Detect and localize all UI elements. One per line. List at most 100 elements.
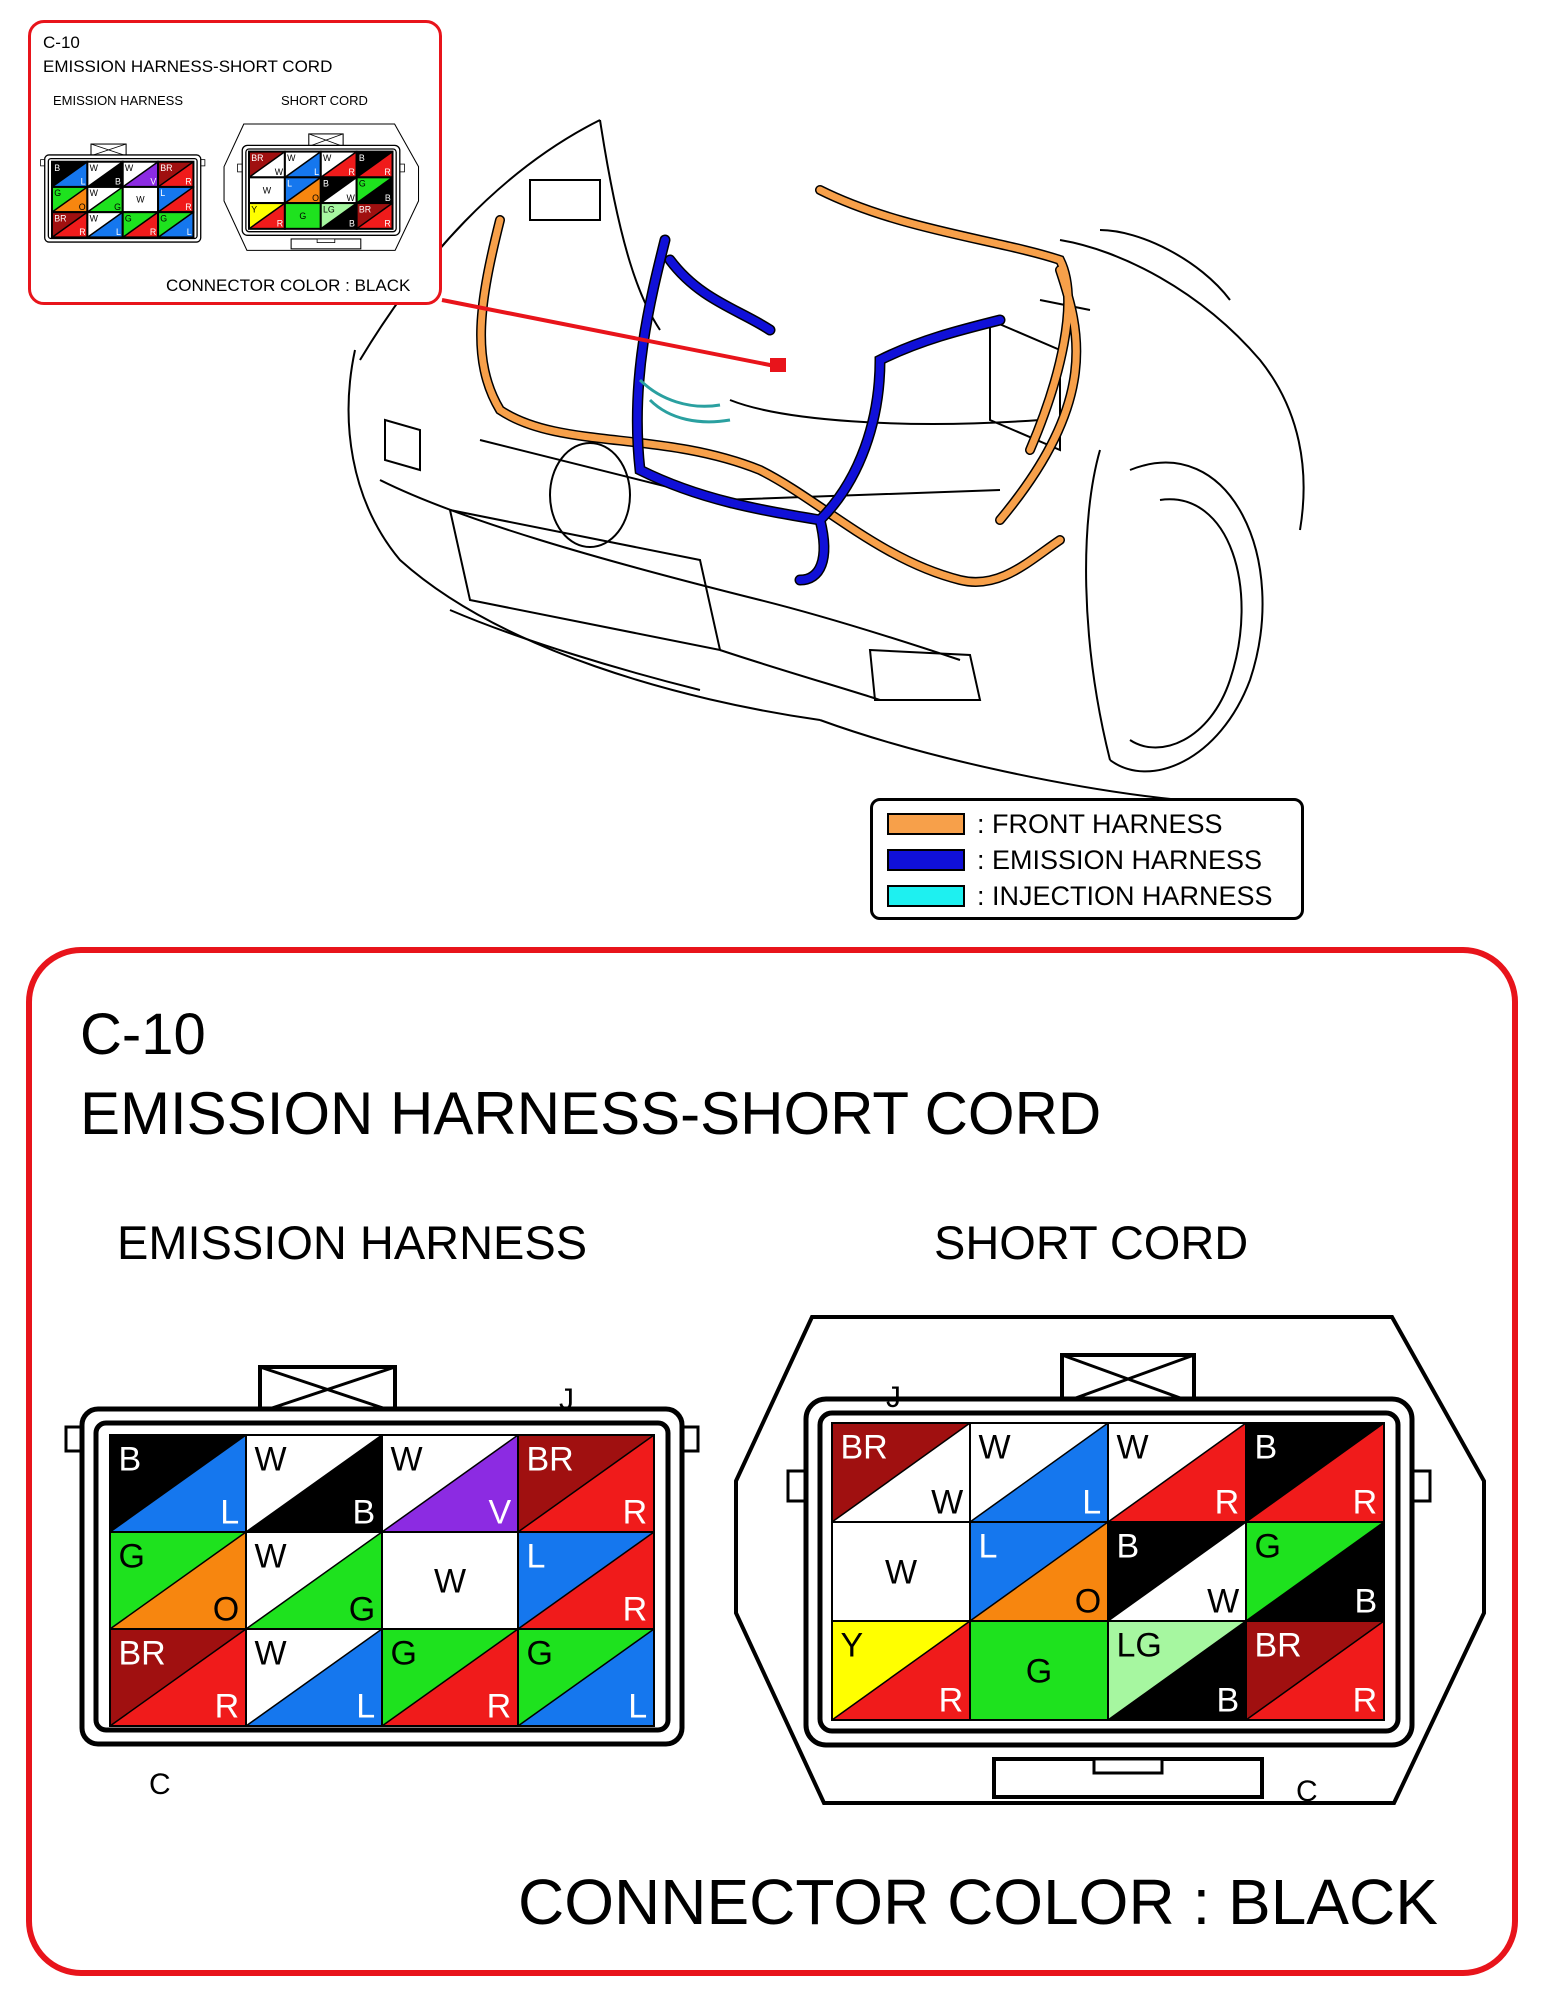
pin-top-color-label: BR <box>54 213 66 223</box>
pin-bottom-color-label: B <box>1217 1682 1240 1720</box>
harness-legend: : FRONT HARNESS : EMISSION HARNESS : INJ… <box>870 798 1304 920</box>
short-cord-pin-r3c3: LGB <box>1107 1620 1247 1721</box>
pin-top-color-label: B <box>54 163 60 173</box>
pin-color-label: G <box>1026 1653 1052 1691</box>
legend-label: : FRONT HARNESS <box>977 808 1223 839</box>
pin-bottom-color-label: W <box>1207 1583 1239 1621</box>
pin-bottom-color-label: R <box>623 1494 648 1532</box>
short-cord-pin-r1c2: WL <box>283 150 322 179</box>
short-cord-pin-r3c4: BRR <box>1245 1620 1385 1721</box>
emission-pin-r2c3: W <box>381 1531 519 1630</box>
pin-top-color-label: W <box>323 153 332 163</box>
pin-top-color-label: BR <box>359 204 371 214</box>
pin-bottom-color-label: L <box>1082 1484 1101 1522</box>
pin-bottom-color-label: G <box>349 1591 375 1629</box>
pin-bottom-color-label: R <box>215 1688 240 1726</box>
pin-bottom-color-label: R <box>185 202 191 212</box>
pin-top-color-label: BR <box>160 163 172 173</box>
emission-harness-heading: EMISSION HARNESS <box>117 1216 588 1269</box>
pin-bottom-color-label: L <box>628 1688 647 1726</box>
pin-bottom-color-label: R <box>939 1682 964 1720</box>
short-cord-pin-r2c4: GB <box>355 176 394 205</box>
emission-pin-r3c2: WL <box>245 1628 383 1727</box>
emission-pin-r2c4: LR <box>517 1531 655 1630</box>
short-cord-pin-r2c1: W <box>248 176 286 205</box>
short-cord-pin-r1c2: WL <box>969 1422 1109 1523</box>
legend-item-emission-harness: : EMISSION HARNESS <box>887 845 1262 875</box>
pin-bottom-color-label: R <box>185 177 191 187</box>
pin-bottom-color-label: L <box>187 227 192 237</box>
callout-emission-label: EMISSION HARNESS <box>53 93 184 108</box>
pin-top-color-label: W <box>90 213 99 223</box>
pin-bottom-color-label: O <box>79 202 86 212</box>
emission-pin-r1c4: BRR <box>517 1434 655 1533</box>
pin-bottom-color-label: R <box>487 1688 512 1726</box>
pin-bottom-color-label: R <box>1353 1484 1378 1522</box>
pin-bottom-color-label: L <box>116 227 121 237</box>
short-cord-pin-r2c3: BW <box>1107 1521 1247 1622</box>
injection-harness-swatch <box>887 885 965 907</box>
emission-harness-swatch <box>887 849 965 871</box>
pin-bottom-color-label: B <box>115 177 121 187</box>
legend-label: : INJECTION HARNESS <box>977 880 1273 911</box>
short-cord-pin-r2c3: BW <box>319 176 358 205</box>
pin-color-label: G <box>299 211 306 221</box>
pin-bottom-color-label: W <box>347 193 356 203</box>
pin-color-label: W <box>885 1554 917 1592</box>
pin-bottom-color-label: B <box>1355 1583 1378 1621</box>
pin-bottom-color-label: V <box>150 177 156 187</box>
emission-pin-r2c2: WG <box>86 185 124 214</box>
pin-bottom-color-label: G <box>114 202 121 212</box>
pin-bottom-color-label: R <box>384 219 390 229</box>
pin-top-color-label: W <box>90 163 99 173</box>
pin-top-color-label: W <box>90 188 99 198</box>
pin-top-color-label: L <box>979 1528 998 1566</box>
pin-bottom-color-label: O <box>213 1591 239 1629</box>
connector-color-note: CONNECTOR COLOR : BLACK <box>518 1866 1438 1938</box>
pin-bottom-color-label: O <box>1075 1583 1101 1621</box>
short-cord-heading: SHORT CORD <box>934 1216 1249 1269</box>
short-cord-pin-r1c4: BR <box>1245 1422 1385 1523</box>
emission-pin-j-label: J <box>559 1383 574 1416</box>
pin-top-color-label: G <box>391 1635 417 1673</box>
emission-pin-r3c3: GR <box>381 1628 519 1727</box>
pin-bottom-color-label: L <box>356 1688 375 1726</box>
pin-top-color-label: Y <box>251 204 257 214</box>
pin-top-color-label: BR <box>841 1429 888 1467</box>
pin-top-color-label: W <box>255 1441 287 1479</box>
pin-color-label: W <box>136 195 145 205</box>
pin-color-label: W <box>263 185 272 195</box>
short-cord-pin-r3c2: G <box>283 202 322 230</box>
pin-bottom-color-label: L <box>81 177 86 187</box>
pin-top-color-label: L <box>527 1538 546 1576</box>
short-pin-j-label: J <box>886 1381 901 1414</box>
callout-connector-color: CONNECTOR COLOR : BLACK <box>166 276 411 295</box>
pin-top-color-label: W <box>391 1441 423 1479</box>
pin-bottom-color-label: O <box>312 193 319 203</box>
emission-pin-c-label: C <box>149 1768 171 1801</box>
connector-title: EMISSION HARNESS-SHORT CORD <box>80 1080 1102 1147</box>
emission-pin-r3c4: GL <box>517 1628 655 1727</box>
pin-bottom-color-label: B <box>349 219 355 229</box>
pin-top-color-label: W <box>1117 1429 1149 1467</box>
emission-pin-r2c3: W <box>121 185 160 214</box>
pin-bottom-color-label: B <box>353 1494 376 1532</box>
short-cord-pin-r1c4: BR <box>355 150 394 179</box>
pin-bottom-color-label: R <box>79 227 85 237</box>
short-pin-c-label: C <box>1296 1775 1318 1808</box>
pin-bottom-color-label: R <box>348 167 354 177</box>
short-cord-pin-r2c4: GB <box>1245 1521 1385 1622</box>
pin-top-color-label: G <box>160 213 167 223</box>
callout-short-cord-label: SHORT CORD <box>281 93 368 108</box>
emission-pin-r2c1: GO <box>51 185 89 214</box>
pin-bottom-color-label: W <box>931 1484 963 1522</box>
emission-pin-r3c1: BR R <box>51 211 89 239</box>
legend-label: : EMISSION HARNESS <box>977 844 1263 875</box>
short-cord-pin-r3c1: YR <box>248 202 286 230</box>
pin-bottom-color-label: R <box>150 227 156 237</box>
short-cord-pin-r3c1: YR <box>831 1620 971 1721</box>
short-cord-pin-r2c1: W <box>831 1521 971 1622</box>
